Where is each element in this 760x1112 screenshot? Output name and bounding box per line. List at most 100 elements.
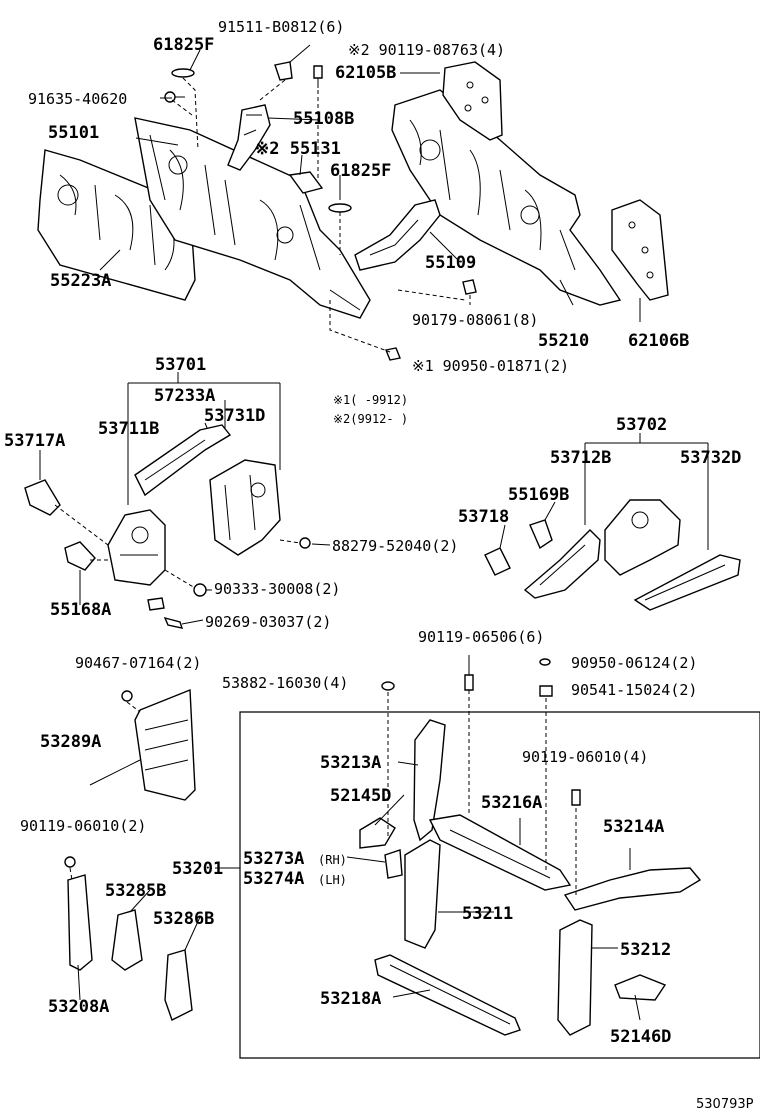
clip-90950-06124 xyxy=(539,658,551,666)
label-52145D: 52145D xyxy=(330,786,391,806)
label-90119-06010-l: 90119-06010(2) xyxy=(20,817,146,835)
support-53213A xyxy=(413,719,446,842)
label-53289A: 53289A xyxy=(40,732,101,752)
label-90950-06124: 90950-06124(2) xyxy=(571,654,697,672)
note-1: ※1( -9912) xyxy=(333,393,408,407)
label-88279: 88279-52040(2) xyxy=(332,537,458,555)
bolt-91635 xyxy=(164,91,185,103)
label-55101: 55101 xyxy=(48,123,99,143)
apron-53731D xyxy=(209,459,281,556)
small-pad-55131 xyxy=(288,171,324,194)
label-90950-01871: ※1 90950-01871(2) xyxy=(412,357,569,375)
label-57233A: 57233A xyxy=(154,386,215,406)
label-55169B: 55169B xyxy=(508,485,569,505)
label-62106B: 62106B xyxy=(628,331,689,351)
nut-90541 xyxy=(539,685,553,697)
label-53201: 53201 xyxy=(172,859,223,879)
label-53218A: 53218A xyxy=(320,989,381,1009)
bolt-90119-06010-r xyxy=(571,789,581,806)
clip-53882 xyxy=(381,681,395,691)
diagram-code: 530793P xyxy=(696,1097,754,1112)
support-53212 xyxy=(557,919,593,1036)
label-90467: 90467-07164(2) xyxy=(75,654,201,672)
label-53213A: 53213A xyxy=(320,753,381,773)
brace-55108B xyxy=(227,104,271,171)
clip-90950-01871 xyxy=(385,347,401,361)
label-53273A-rh: (RH) xyxy=(318,853,347,867)
assembly-box-53201 xyxy=(239,711,760,1059)
label-90119-06010-r: 90119-06010(4) xyxy=(522,748,648,766)
bolt-91511 xyxy=(274,61,293,81)
support-53211 xyxy=(404,839,441,949)
label-53711B: 53711B xyxy=(98,419,159,439)
label-53702: 53702 xyxy=(616,415,667,435)
support-53218A xyxy=(374,954,521,1036)
apron-53711B xyxy=(107,509,166,586)
pad-61825F-a xyxy=(171,68,195,78)
bracket-53273A xyxy=(384,849,403,879)
label-53273A: 53273A xyxy=(243,849,304,869)
label-55210: 55210 xyxy=(538,331,589,351)
label-53274A: 53274A xyxy=(243,869,304,889)
bolt-90467 xyxy=(121,690,133,702)
apron-53712B xyxy=(523,529,601,599)
label-62105B: 62105B xyxy=(335,63,396,83)
label-53211: 53211 xyxy=(462,904,513,924)
label-53882: 53882-16030(4) xyxy=(222,674,348,692)
bolt-90119-06010-l xyxy=(64,856,76,868)
member-53732D xyxy=(633,554,741,611)
label-53701: 53701 xyxy=(155,355,206,375)
clip-90179 xyxy=(462,279,477,295)
label-53216A: 53216A xyxy=(481,793,542,813)
label-53208A: 53208A xyxy=(48,997,109,1017)
label-52146D: 52146D xyxy=(610,1027,671,1047)
dash-panel-55210 xyxy=(391,89,622,306)
bracket-53286B xyxy=(164,949,193,1021)
label-53712B: 53712B xyxy=(550,448,611,468)
insulator-62105B xyxy=(442,61,503,141)
label-53717A: 53717A xyxy=(4,431,65,451)
brace-55109 xyxy=(354,199,441,271)
clip-90269 xyxy=(147,597,184,629)
label-61825F-a: 61825F xyxy=(153,35,214,55)
label-90541: 90541-15024(2) xyxy=(571,681,697,699)
label-55223A: 55223A xyxy=(50,271,111,291)
bracket-55169B xyxy=(529,519,553,550)
note-2: ※2(9912- ) xyxy=(333,412,408,426)
label-53286B: 53286B xyxy=(153,909,214,929)
label-90119-08763: ※2 90119-08763(4) xyxy=(348,41,505,59)
label-90269: 90269-03037(2) xyxy=(205,613,331,631)
label-53718: 53718 xyxy=(458,507,509,527)
label-53212: 53212 xyxy=(620,940,671,960)
bracket-53717A xyxy=(24,479,61,516)
bracket-53285B xyxy=(111,909,143,971)
label-55108B: 55108B xyxy=(293,109,354,129)
label-53274A-lh: (LH) xyxy=(318,873,347,887)
bracket-52146D xyxy=(614,974,667,1001)
label-53285B: 53285B xyxy=(105,881,166,901)
support-53214A xyxy=(563,867,702,911)
bolt-90119-08763 xyxy=(313,65,323,88)
label-53731D: 53731D xyxy=(204,406,265,426)
bolt-90119-06506 xyxy=(464,655,474,691)
label-91635: 91635-40620 xyxy=(28,90,127,108)
support-53216A xyxy=(428,814,572,891)
label-53732D: 53732D xyxy=(680,448,741,468)
support-53208A xyxy=(67,874,93,971)
label-61825F-b: 61825F xyxy=(330,161,391,181)
label-53214A: 53214A xyxy=(603,817,664,837)
label-55131: ※2 55131 xyxy=(255,139,341,159)
label-90179: 90179-08061(8) xyxy=(412,311,538,329)
member-57233A xyxy=(134,424,232,497)
label-55168A: 55168A xyxy=(50,600,111,620)
bracket-55168A xyxy=(64,541,96,571)
label-90333: 90333-30008(2) xyxy=(214,580,340,598)
shroud-53289A xyxy=(134,688,196,801)
pad-61825F-b xyxy=(328,203,352,213)
insulator-55223A xyxy=(37,149,196,301)
bracket-52145D xyxy=(359,817,396,849)
insulator-62106B xyxy=(611,199,669,301)
label-91511: 91511-B0812(6) xyxy=(218,18,344,36)
plug-90333 xyxy=(193,583,207,597)
